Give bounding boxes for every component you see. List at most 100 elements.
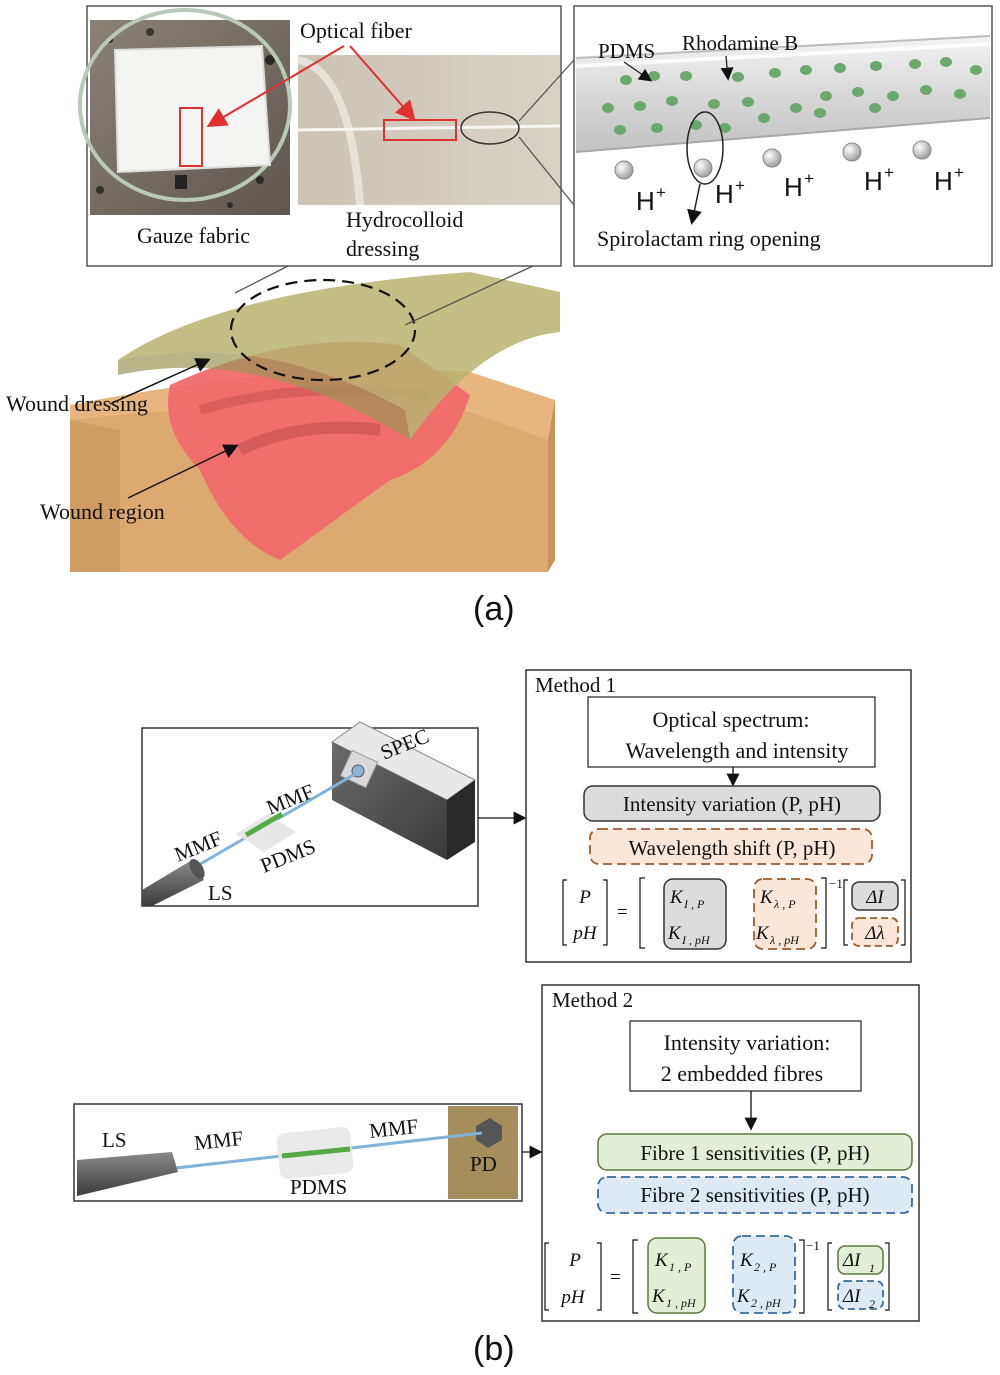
rhodamine-dot <box>732 72 744 82</box>
setup1-ls: LS <box>208 881 233 905</box>
method1-intensity-box <box>583 785 881 822</box>
wound-scene <box>70 272 560 572</box>
h-ion-label: H <box>934 166 953 196</box>
svg-text:K: K <box>759 887 774 908</box>
method1-intensity: Intensity variation (P, pH) <box>623 792 841 816</box>
method2-fibre2-box <box>597 1176 913 1214</box>
method1-box-line2: Wavelength and intensity <box>625 738 848 763</box>
method2-intensity-box <box>629 1020 862 1092</box>
setup2-mmf-left: MMF <box>193 1126 244 1155</box>
method1-spectrum-box <box>587 696 876 768</box>
method2-fibre1-box <box>597 1133 913 1171</box>
svg-text:2: 2 <box>869 1297 875 1311</box>
rhodamine-dot <box>666 96 678 106</box>
h-ion-ball <box>842 142 862 162</box>
rhodamine-dot <box>852 87 864 97</box>
pdms-label-a: PDMS <box>598 39 655 63</box>
svg-text:K: K <box>654 1250 669 1271</box>
dressing-zoom-ellipse <box>229 278 417 382</box>
svg-text:λ , P: λ , P <box>773 897 796 911</box>
rhodamine-dot <box>680 71 692 81</box>
rhodamine-dot <box>769 68 781 78</box>
method2-box-line2: 2 embedded fibres <box>661 1061 824 1086</box>
h-ion-charge: + <box>735 176 745 195</box>
svg-text:Δλ: Δλ <box>864 923 884 944</box>
svg-text:−1: −1 <box>806 1238 820 1253</box>
svg-text:=: = <box>610 1267 621 1288</box>
hydrocolloid-photo <box>296 55 561 206</box>
h-ion-charge: + <box>804 169 814 188</box>
rhodamine-dot <box>869 103 881 113</box>
method2-box-line1: Intensity variation: <box>664 1030 831 1055</box>
svg-text:pH: pH <box>559 1287 586 1308</box>
h-ion-label: H <box>636 186 655 216</box>
method1-wavelength: Wavelength shift (P, pH) <box>628 836 835 860</box>
rhodamine-dot <box>887 91 899 101</box>
method2-title: Method 2 <box>552 988 633 1012</box>
rhodamine-dot <box>920 85 932 95</box>
method2-fibre2: Fibre 2 sensitivities (P, pH) <box>640 1183 869 1207</box>
pdms-fiber-tube <box>575 35 991 153</box>
svg-text:K: K <box>739 1250 754 1271</box>
svg-text:ΔI: ΔI <box>842 1250 862 1271</box>
svg-text:K: K <box>651 1286 666 1307</box>
gauze-fabric-label: Gauze fabric <box>137 223 250 248</box>
h-ion-ball <box>693 158 713 178</box>
setup2-drawing <box>77 1106 518 1199</box>
svg-text:2 , P: 2 , P <box>754 1260 777 1274</box>
method2-fibre1: Fibre 1 sensitivities (P, pH) <box>640 1141 869 1165</box>
method1-title: Method 1 <box>535 673 616 697</box>
rhodamine-dot <box>614 125 626 135</box>
rhodamine-dot <box>790 103 802 113</box>
rhodamine-dot <box>708 99 720 109</box>
wound-dressing-label: Wound dressing <box>6 391 148 416</box>
caption-b: (b) <box>473 1330 515 1368</box>
h-ion-label: H <box>864 166 883 196</box>
setup2-pdms: PDMS <box>290 1175 347 1199</box>
h-ion-ball <box>762 148 782 168</box>
method1-wavelength-box <box>589 828 873 865</box>
svg-text:λ , pH: λ , pH <box>769 933 800 947</box>
svg-text:I , P: I , P <box>683 897 705 911</box>
setup2-pd: PD <box>470 1152 497 1176</box>
rhodamine-dot <box>909 59 921 69</box>
h-ion-label: H <box>784 172 803 202</box>
svg-text:1 , pH: 1 , pH <box>666 1296 697 1310</box>
svg-text:pH: pH <box>571 923 598 944</box>
rhodamine-dot <box>742 97 754 107</box>
method1-equation: P pH = K I , P K I , pH K λ , P K λ , pH… <box>562 876 906 950</box>
svg-text:2 , pH: 2 , pH <box>751 1296 782 1310</box>
method2-equation: P pH = K 1 , P K 1 , pH K 2 , P K 2 , pH… <box>544 1235 890 1314</box>
svg-text:P: P <box>568 1250 581 1271</box>
rhodamine-dots <box>602 57 982 135</box>
svg-text:K: K <box>667 923 682 944</box>
svg-text:P: P <box>578 887 591 908</box>
h-ion-charge: + <box>884 163 894 182</box>
hydrocolloid-label-1: Hydrocolloid <box>346 207 463 232</box>
gauze-photo <box>78 8 292 215</box>
rhodamine-dot <box>719 123 731 133</box>
rhodamine-dot <box>634 101 646 111</box>
setup2-mmf-right: MMF <box>368 1114 419 1143</box>
ring-opening-label: Spirolactam ring opening <box>597 226 821 251</box>
rhodamine-dot <box>620 75 632 85</box>
hydrocolloid-label-2: dressing <box>346 236 419 261</box>
setup2-ls: LS <box>102 1128 127 1152</box>
setup1-drawing <box>142 721 476 906</box>
magnify-ellipse <box>460 111 520 145</box>
rhodamine-dot <box>814 108 826 118</box>
svg-text:I , pH: I , pH <box>681 933 711 947</box>
svg-text:1: 1 <box>869 1261 875 1275</box>
rhodamine-dot <box>758 113 770 123</box>
h-ions: H+H+H+H+H+ <box>614 140 964 216</box>
svg-text:K: K <box>755 923 770 944</box>
panel-a: Optical fiber Gauze fabric Hydrocolloid … <box>6 5 993 628</box>
ring-opening-ellipse <box>686 111 724 185</box>
svg-text:−1: −1 <box>829 876 843 891</box>
rhodamine-dot <box>800 65 812 75</box>
rhodamine-dot <box>820 91 832 101</box>
rhodamine-dot <box>651 123 663 133</box>
h-ion-ball <box>614 160 634 180</box>
rhodamine-dot <box>870 61 882 71</box>
